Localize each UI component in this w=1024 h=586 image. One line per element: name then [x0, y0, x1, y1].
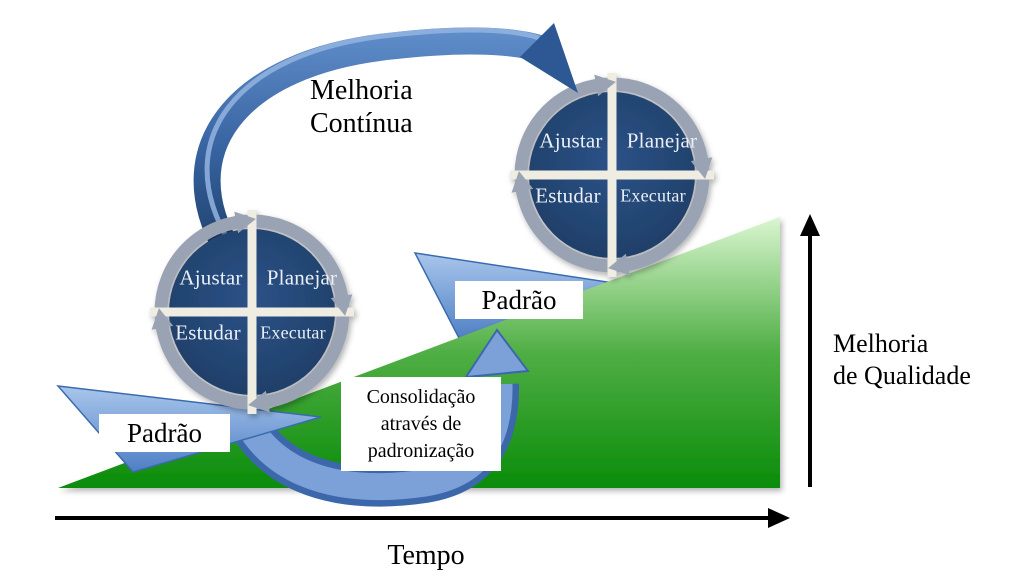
pdca-wheel-right — [510, 73, 714, 277]
y-axis-line2: de Qualidade — [833, 361, 971, 390]
consolidation-line1: Consolidação — [366, 385, 476, 408]
standard-label-left: Padrão — [99, 414, 230, 452]
left-wheel-ajustar-label: Ajustar — [179, 265, 243, 290]
left-wheel-executar-label: Executar — [260, 322, 326, 343]
ring-arrow-icons — [511, 74, 713, 276]
y-axis-line1: Melhoria — [833, 329, 929, 358]
consolidation-line2: através de — [380, 412, 462, 435]
x-axis-arrow — [55, 508, 790, 528]
continuous-improvement-line2: Contínua — [310, 108, 413, 139]
right-wheel-estudar-label: Estudar — [535, 183, 601, 208]
consolidation-label: Consolidação através de padronização — [341, 377, 501, 471]
left-wheel-estudar-label: Estudar — [175, 320, 241, 345]
x-axis-label: Tempo — [387, 540, 465, 571]
standard-label-right: Padrão — [455, 281, 583, 319]
y-axis-label: Melhoria de Qualidade — [833, 328, 971, 392]
y-axis-arrow — [800, 214, 820, 487]
right-wheel-ajustar-label: Ajustar — [539, 128, 603, 153]
left-wheel-planejar-label: Planejar — [266, 265, 338, 290]
continuous-improvement-line1: Melhoria — [310, 75, 413, 106]
right-wheel-planejar-label: Planejar — [626, 128, 698, 153]
right-wheel-executar-label: Executar — [620, 185, 686, 206]
ring-arrow-icons — [151, 211, 353, 413]
consolidation-arrowhead-icon — [464, 328, 530, 379]
loop-arrowhead-icon — [520, 23, 578, 93]
pdca-wheel-left — [150, 210, 354, 414]
continuous-improvement-label: Melhoria Contínua — [310, 74, 413, 140]
consolidation-line3: padronização — [367, 439, 475, 462]
continuous-improvement-arrow — [193, 27, 545, 262]
